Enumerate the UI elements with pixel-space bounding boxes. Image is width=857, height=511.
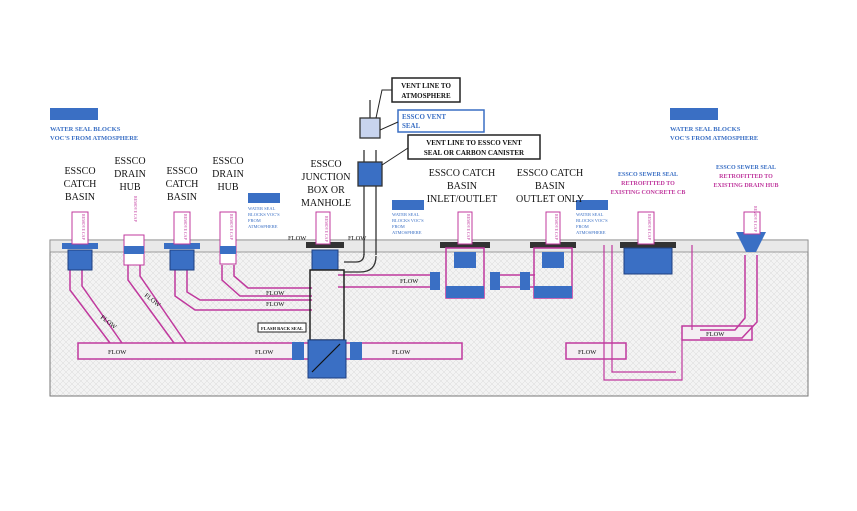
seal-small-3-d: ATMOSPHERE — [576, 230, 606, 235]
drain-hub-1-l2: DRAIN — [114, 169, 146, 180]
sewer-seal-hub-3: EXISTING DRAIN HUB — [713, 183, 778, 189]
flow-label: FLOW — [108, 349, 127, 356]
catch-basin-2 — [164, 211, 200, 271]
seal-small-1-d: ATMOSPHERE — [248, 224, 278, 229]
sewer-seal-cb-2: RETROFITTED TO — [621, 181, 675, 187]
flow-label: FLOW — [400, 278, 419, 285]
junction-l1: ESSCO — [310, 159, 341, 170]
flow-label: FLOW — [255, 349, 274, 356]
seal-marker-small-3 — [576, 200, 608, 210]
callout-box-flash-back — [257, 322, 307, 333]
callout-box-canister — [407, 134, 541, 160]
seal-small-2-c: FROM — [392, 224, 405, 229]
flow-label: FLOW — [266, 290, 285, 297]
catch-basin-1-l1: ESSCO — [64, 166, 95, 177]
callout-canister-2: SEAL OR CARBON CANISTER — [424, 149, 525, 157]
cap-label: REMOVE CAP — [324, 216, 329, 242]
callout-vent-atm-1: VENT LINE TO — [401, 82, 451, 90]
callout-box-vent-seal — [397, 109, 485, 133]
catch-basin-1 — [62, 211, 98, 271]
drain-hub-1-l3: HUB — [119, 182, 140, 193]
cap-label: REMOVE CAP — [466, 214, 471, 240]
cap-label: REMOVE CAP — [183, 214, 188, 240]
catch-basin-1-l3: BASIN — [65, 192, 95, 203]
catch-basin-2-l1: ESSCO — [166, 166, 197, 177]
callout-vent-seal-2: SEAL — [402, 122, 421, 130]
seal-small-2-b: BLOCKS VOC'S — [392, 218, 424, 223]
cap-label: REMOVE CAP — [753, 206, 758, 232]
outlet-only-l2: BASIN — [535, 181, 565, 192]
cap-label: REMOVE CAP — [133, 196, 138, 222]
ground-slab — [49, 239, 809, 397]
callout-box-vent-atm — [391, 77, 461, 103]
sewer-seal-hub-1: ESSCO SEWER SEAL — [716, 165, 776, 171]
callout-canister-1: VENT LINE TO ESSCO VENT — [426, 139, 522, 147]
seal-marker-small-1 — [248, 193, 280, 203]
seal-small-1-c: FROM — [248, 218, 261, 223]
catch-basin-2-l3: BASIN — [167, 192, 197, 203]
seal-small-1-b: BLOCKS VOC'S — [248, 212, 280, 217]
sewer-seal-cb-3: EXISTING CONCRETE CB — [611, 190, 686, 196]
seal-marker-left — [50, 108, 98, 120]
seal-small-3-b: BLOCKS VOC'S — [576, 218, 608, 223]
junction-l2: JUNCTION — [302, 172, 351, 183]
drain-hub-2-l1: ESSCO — [212, 156, 243, 167]
seal-marker-right — [670, 108, 718, 120]
inlet-outlet-l2: BASIN — [447, 181, 477, 192]
inlet-outlet-basin — [430, 211, 500, 299]
flow-label: FLOW — [392, 349, 411, 356]
cap-label: REMOVE CAP — [81, 214, 86, 240]
callout-vent-atm-2: ATMOSPHERE — [401, 92, 451, 100]
inlet-outlet-l1: ESSCO CATCH — [429, 168, 495, 179]
seal-small-3-a: WATER SEAL — [576, 212, 604, 217]
cap-label: REMOVE CAP — [647, 214, 652, 240]
outlet-only-l1: ESSCO CATCH — [517, 168, 583, 179]
cap-label: REMOVE CAP — [554, 214, 559, 240]
cap-label: REMOVE CAP — [229, 214, 234, 240]
sewer-seal-cb — [620, 211, 676, 275]
drain-hub-2 — [219, 211, 237, 265]
water-seal-left-2: VOC'S FROM ATMOSPHERE — [50, 135, 138, 142]
junction-l4: MANHOLE — [301, 198, 351, 209]
drain-hub-1 — [123, 234, 145, 266]
flow-label: FLOW — [348, 235, 367, 242]
water-seal-right-2: VOC'S FROM ATMOSPHERE — [670, 135, 758, 142]
seal-small-2-d: ATMOSPHERE — [392, 230, 422, 235]
outlet-only-l3: OUTLET ONLY — [516, 194, 584, 205]
flash-back-seal-label: FLASH BACK SEAL — [261, 326, 303, 331]
drain-hub-2-l3: HUB — [217, 182, 238, 193]
surface-top — [49, 239, 809, 253]
water-seal-right-1: WATER SEAL BLOCKS — [670, 126, 741, 133]
sewer-seal-hub — [736, 211, 766, 252]
seal-small-1-a: WATER SEAL — [248, 206, 276, 211]
water-seal-left-1: WATER SEAL BLOCKS — [50, 126, 121, 133]
inlet-outlet-l3: INLET/OUTLET — [427, 194, 498, 205]
catch-basin-2-l2: CATCH — [166, 179, 199, 190]
outlet-only-basin — [520, 211, 576, 299]
main-pipe — [77, 325, 753, 360]
vent-stack — [344, 100, 383, 273]
seal-small-3-c: FROM — [576, 224, 589, 229]
seal-small-2-a: WATER SEAL — [392, 212, 420, 217]
junction-l3: BOX OR — [307, 185, 345, 196]
branch-pipes — [69, 255, 758, 344]
sewer-seal-hub-2: RETROFITTED TO — [719, 174, 773, 180]
drain-hub-2-l2: DRAIN — [212, 169, 244, 180]
existing-concrete-cb — [603, 245, 693, 381]
sewer-seal-cb-1: ESSCO SEWER SEAL — [618, 172, 678, 178]
junction-box — [292, 211, 362, 379]
callout-vent-seal-1: ESSCO VENT — [402, 113, 446, 121]
catch-basin-1-l2: CATCH — [64, 179, 97, 190]
flow-label: FLOW — [266, 301, 285, 308]
flow-label: FLOW — [288, 235, 307, 242]
drain-hub-1-l1: ESSCO — [114, 156, 145, 167]
flow-label: FLOW — [578, 349, 597, 356]
flow-label: FLOW — [706, 331, 725, 338]
seal-marker-small-2 — [392, 200, 424, 210]
